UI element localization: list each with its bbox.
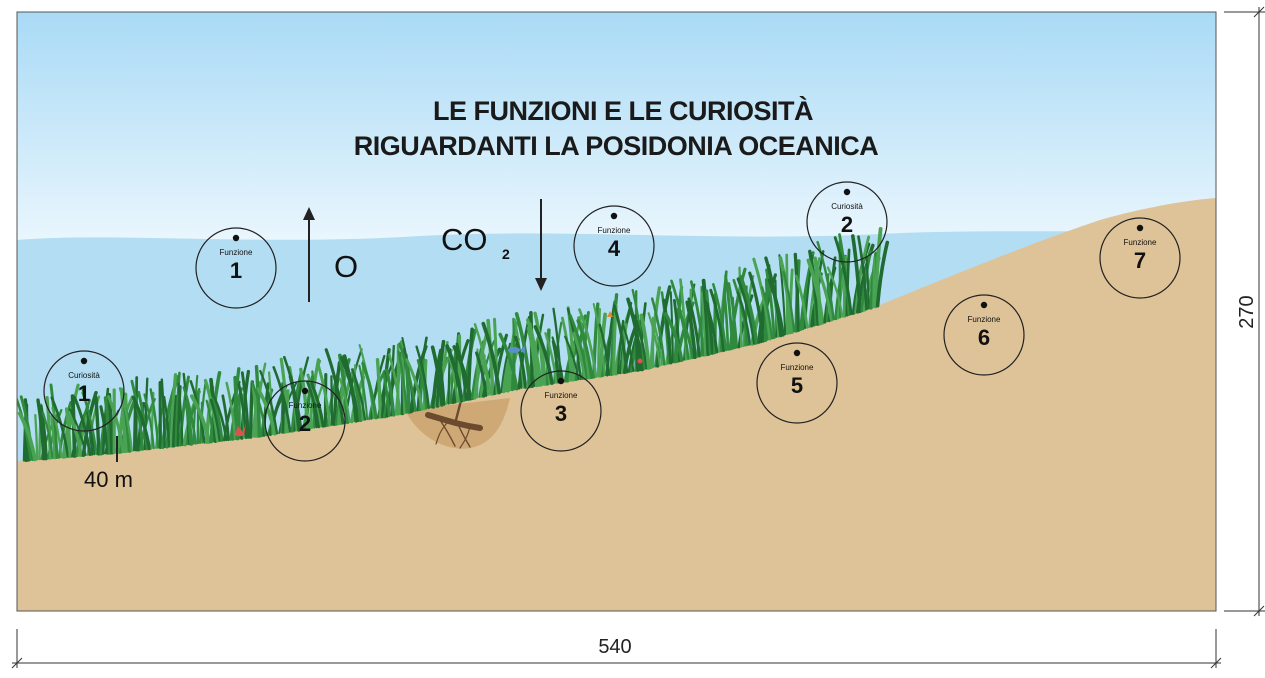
marker-kind-label: Funzione <box>1124 238 1157 247</box>
title-line-1: LE FUNZIONI E LE CURIOSITÀ <box>433 95 813 126</box>
sandy-seabed <box>17 198 1216 611</box>
marker-kind-label: Funzione <box>781 363 814 372</box>
title-line-2: RIGUARDANTI LA POSIDONIA OCEANICA <box>354 131 879 161</box>
marker-circle[interactable] <box>806 181 888 263</box>
marker-dot <box>301 387 309 395</box>
fish-icon <box>508 346 525 354</box>
height-dimension <box>1224 6 1265 617</box>
marker-number-label: 1 <box>78 381 90 406</box>
height-dimension-label: 270 <box>1236 295 1258 328</box>
marker-dot <box>610 212 618 220</box>
oxygen-label: O <box>334 249 358 284</box>
seagrass-meadow <box>17 227 890 462</box>
crab-icon <box>234 423 246 436</box>
marker-number-label: 7 <box>1134 248 1146 273</box>
marker-kind-label: Curiosità <box>831 202 863 211</box>
marker-dot <box>843 188 851 196</box>
co2-label: CO <box>441 222 488 257</box>
marker-number-label: 3 <box>555 401 567 426</box>
marker-kind-label: Funzione <box>545 391 578 400</box>
marker-dot <box>793 349 801 357</box>
marker-number-label: 1 <box>230 258 242 283</box>
marker-kind-label: Funzione <box>968 315 1001 324</box>
oxygen-arrow-icon <box>303 207 315 302</box>
marker-circle[interactable] <box>943 294 1025 376</box>
co2-arrow-icon <box>535 199 547 291</box>
marker-circle[interactable] <box>264 380 346 462</box>
marker-number-label: 2 <box>299 411 311 436</box>
marker-circle[interactable] <box>756 342 838 424</box>
marker-kind-label: Funzione <box>598 226 631 235</box>
marker-number-label: 2 <box>841 212 853 237</box>
sky <box>17 12 1216 240</box>
scene-frame <box>16 11 1217 612</box>
scene-content <box>17 12 1216 611</box>
starfish-icon <box>607 311 613 317</box>
shell-icon <box>637 358 643 364</box>
marker-number-label: 5 <box>791 373 803 398</box>
marker-circle[interactable] <box>520 370 602 452</box>
marker-group: Funzione1Funzione2Funzione3Funzione4Funz… <box>43 181 1181 462</box>
marker-dot <box>1136 224 1144 232</box>
marker-circle[interactable] <box>43 350 125 432</box>
marker-number-label: 6 <box>978 325 990 350</box>
width-dimension-label: 540 <box>598 636 631 658</box>
marker-dot <box>80 357 88 365</box>
marker-circle[interactable] <box>1099 217 1181 299</box>
marker-kind-label: Funzione <box>289 401 322 410</box>
marker-dot <box>980 301 988 309</box>
co2-subscript: 2 <box>502 246 510 262</box>
marker-kind-label: Curiosità <box>68 371 100 380</box>
marker-number-label: 4 <box>608 236 621 261</box>
marker-dot <box>232 234 240 242</box>
depth-label: 40 m <box>84 467 133 492</box>
width-dimension <box>11 629 1222 669</box>
marker-circle[interactable] <box>573 205 655 287</box>
marker-kind-label: Funzione <box>220 248 253 257</box>
marker-circle[interactable] <box>195 227 277 309</box>
marker-dot <box>557 377 565 385</box>
